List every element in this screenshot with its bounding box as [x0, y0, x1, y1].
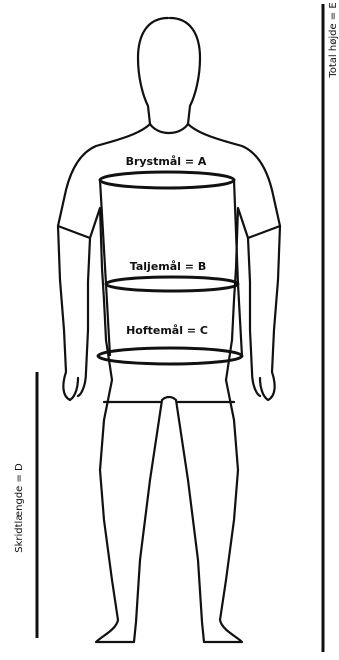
- hip-label: Hoftemål = C: [126, 324, 208, 337]
- waist-ring: [106, 277, 238, 291]
- chest-ring: [100, 172, 234, 188]
- legs-outline: [96, 380, 242, 642]
- chest-label: Brystmål = A: [126, 155, 207, 168]
- left-arm-outline: [58, 226, 90, 400]
- inseam-label: Skridtlængde = D: [14, 463, 25, 553]
- total-height-label: Total højde = E: [328, 2, 339, 78]
- right-arm-outline: [248, 226, 280, 400]
- hip-ring: [98, 348, 242, 364]
- collar-outline: [150, 124, 188, 133]
- waist-label: Taljemål = B: [130, 260, 206, 273]
- head-outline: [138, 18, 200, 124]
